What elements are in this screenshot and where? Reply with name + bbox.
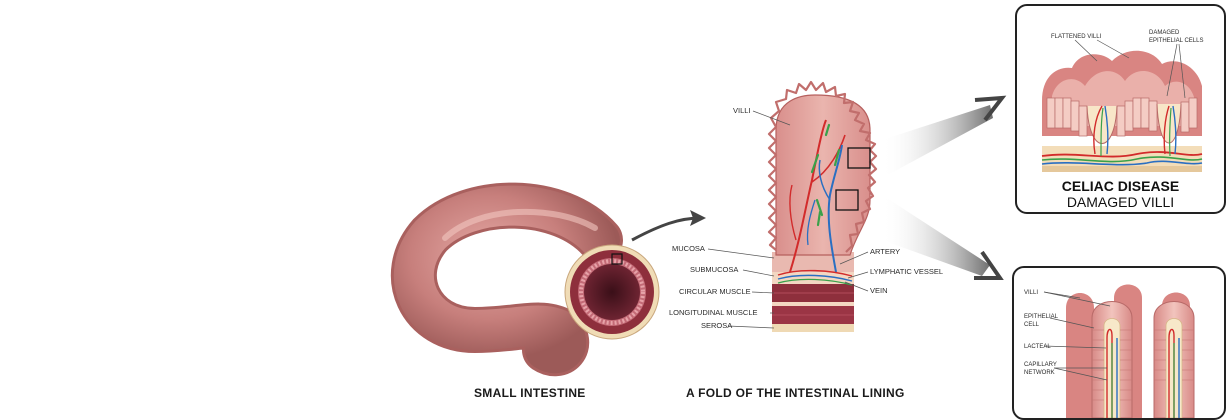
zoom-arrow-healthy-head bbox=[974, 250, 1004, 280]
celiac-disease-panel: FLATTENED VILLI DAMAGED EPITHELIAL CELLS… bbox=[1015, 4, 1226, 214]
fold-villi-fringe bbox=[767, 80, 878, 253]
intestine-cross-section bbox=[564, 244, 660, 340]
label-lacteal: LACTEAL bbox=[1024, 344, 1051, 350]
serosa-layer bbox=[772, 324, 854, 332]
label-villi-healthy: VILLI bbox=[1024, 290, 1038, 296]
zoom-arrow-healthy bbox=[882, 195, 990, 276]
label-villi: VILLI bbox=[733, 106, 751, 115]
lymphatic-vessel bbox=[810, 123, 841, 227]
caption-small-intestine: SMALL INTESTINE bbox=[474, 386, 586, 400]
gap-layer bbox=[772, 302, 854, 306]
zoom-arrow-celiac-head bbox=[974, 95, 1007, 122]
label-flattened-villi: FLATTENED VILLI bbox=[1051, 34, 1102, 40]
cross-section-zoom-box bbox=[611, 253, 623, 265]
small-intestine-illustration bbox=[390, 182, 623, 377]
zoom-arrow-1-head bbox=[690, 210, 706, 226]
label-circular-muscle: CIRCULAR MUSCLE bbox=[679, 287, 751, 296]
celiac-title-line1: CELIAC DISEASE bbox=[1061, 178, 1180, 194]
label-capillary-line1: CAPILLARY bbox=[1024, 362, 1057, 368]
label-artery: ARTERY bbox=[870, 247, 900, 256]
celiac-title-line2: DAMAGED VILLI bbox=[1066, 194, 1175, 210]
zoom-arrow-1 bbox=[631, 216, 701, 242]
intestinal-fold-illustration bbox=[767, 80, 878, 332]
intestine-diagram: VILLI MUCOSA SUBMUCOSA CIRCULAR MUSCLE L… bbox=[390, 80, 1007, 377]
label-damaged-line2: EPITHELIAL CELLS bbox=[1149, 38, 1203, 44]
label-longitudinal-muscle: LONGITUDINAL MUSCLE bbox=[669, 308, 758, 317]
label-submucosa: SUBMUCOSA bbox=[690, 265, 738, 274]
zoom-arrow-celiac bbox=[882, 105, 993, 178]
fold-labels: VILLI MUCOSA SUBMUCOSA CIRCULAR MUSCLE L… bbox=[669, 106, 943, 330]
damaged-villi-illustration: FLATTENED VILLI DAMAGED EPITHELIAL CELLS bbox=[1041, 30, 1203, 172]
healthy-villi-panel: VILLI EPITHELIAL CELL LACTEAL CAPILLARY … bbox=[1012, 266, 1226, 420]
fold-zoom-box-lower bbox=[835, 189, 859, 211]
label-damaged-line1: DAMAGED bbox=[1149, 30, 1180, 36]
fold-zoom-box-upper bbox=[847, 147, 871, 169]
label-capillary-line2: NETWORK bbox=[1024, 370, 1055, 376]
label-mucosa: MUCOSA bbox=[672, 244, 705, 253]
caption-intestinal-fold: A FOLD OF THE INTESTINAL LINING bbox=[686, 386, 905, 400]
label-serosa: SEROSA bbox=[701, 321, 732, 330]
vein-vessel bbox=[827, 144, 843, 273]
label-epithelial-line1: EPITHELIAL bbox=[1024, 314, 1059, 320]
healthy-villi-illustration: VILLI EPITHELIAL CELL LACTEAL CAPILLARY … bbox=[1024, 284, 1195, 418]
label-lymphatic-vessel: LYMPHATIC VESSEL bbox=[870, 267, 943, 276]
label-epithelial-line2: CELL bbox=[1024, 322, 1040, 328]
label-vein: VEIN bbox=[870, 286, 888, 295]
artery-vessel bbox=[789, 119, 827, 273]
